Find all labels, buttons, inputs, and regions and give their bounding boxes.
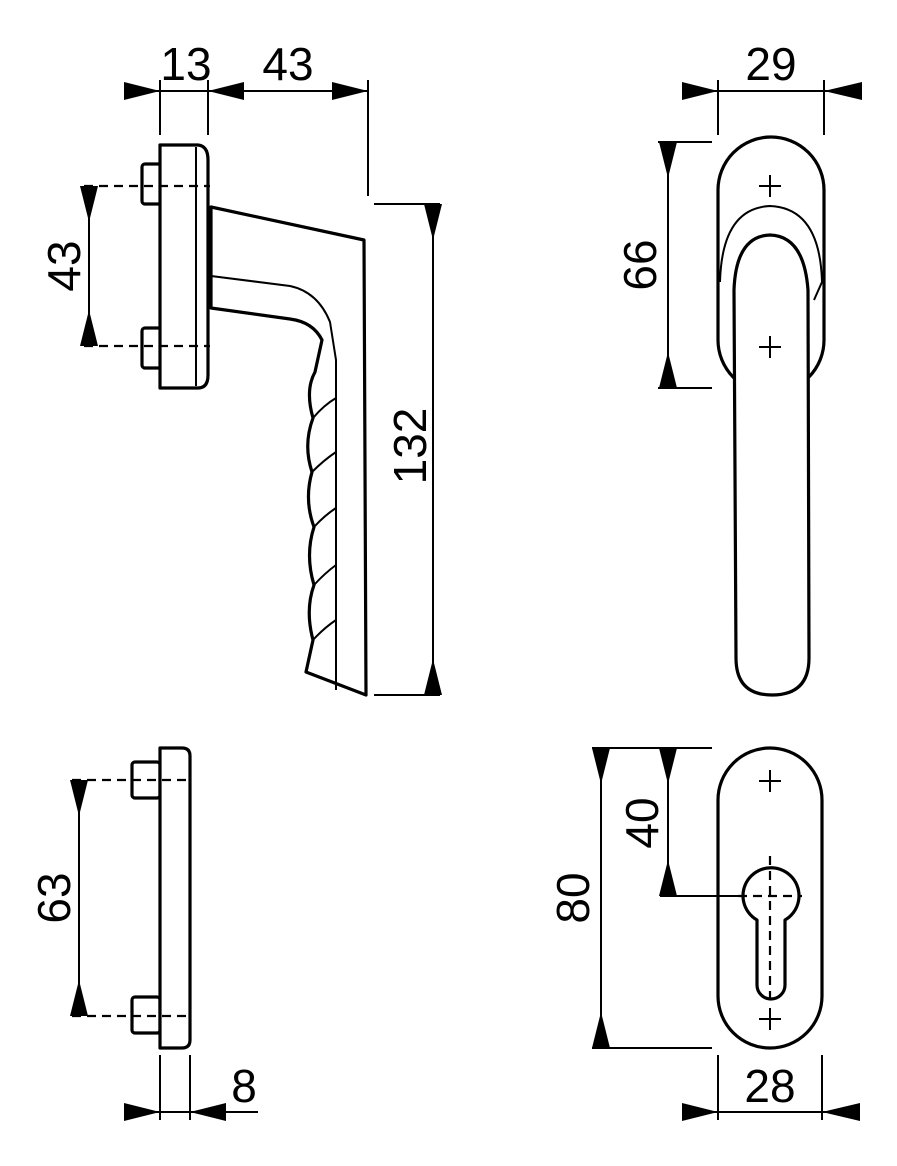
dim-label-43-top: 43 bbox=[262, 38, 313, 90]
dim-label-29: 29 bbox=[745, 38, 796, 90]
escutcheon-plate-front bbox=[716, 746, 824, 1050]
dim-label-28: 28 bbox=[744, 1060, 795, 1112]
dim-cylinder-offset: 40 bbox=[616, 747, 740, 897]
dim-label-43-side: 43 bbox=[38, 240, 90, 291]
dim-rose-width: 29 bbox=[682, 38, 862, 135]
dim-handle-projection: 43 bbox=[262, 38, 369, 196]
handle-lever bbox=[732, 233, 811, 697]
handle-side-view bbox=[84, 143, 368, 697]
escutcheon-cross-top bbox=[759, 770, 781, 792]
dim-rose-screw-spacing-front: 66 bbox=[614, 141, 712, 389]
dim-label-63: 63 bbox=[28, 872, 80, 923]
handle-arm bbox=[209, 205, 368, 697]
dim-rose-screw-spacing-side: 43 bbox=[38, 186, 98, 346]
dim-label-132: 132 bbox=[384, 408, 436, 485]
escutcheon-side-view bbox=[72, 746, 192, 1050]
handle-front-view bbox=[716, 135, 826, 697]
dim-label-66: 66 bbox=[614, 239, 666, 290]
dim-escutcheon-width: 28 bbox=[682, 1055, 860, 1121]
dim-label-80: 80 bbox=[547, 872, 599, 923]
rose-plate bbox=[158, 143, 210, 390]
dim-escutcheon-screw-spacing: 63 bbox=[28, 780, 88, 1016]
dim-handle-length: 132 bbox=[374, 203, 442, 696]
escutcheon-plate-side bbox=[158, 746, 192, 1050]
dim-label-40: 40 bbox=[616, 797, 668, 848]
dim-escutcheon-height: 80 bbox=[547, 747, 712, 1049]
dim-label-13: 13 bbox=[160, 38, 211, 90]
dim-base-depth: 13 bbox=[124, 38, 368, 135]
screw-cross-bottom bbox=[759, 336, 781, 358]
escutcheon-cross-bottom bbox=[759, 1008, 781, 1030]
dim-escutcheon-depth: 8 bbox=[124, 1055, 258, 1121]
escutcheon-front-view bbox=[716, 746, 824, 1050]
dim-label-8: 8 bbox=[231, 1060, 257, 1112]
screw-cross-top bbox=[759, 175, 781, 197]
